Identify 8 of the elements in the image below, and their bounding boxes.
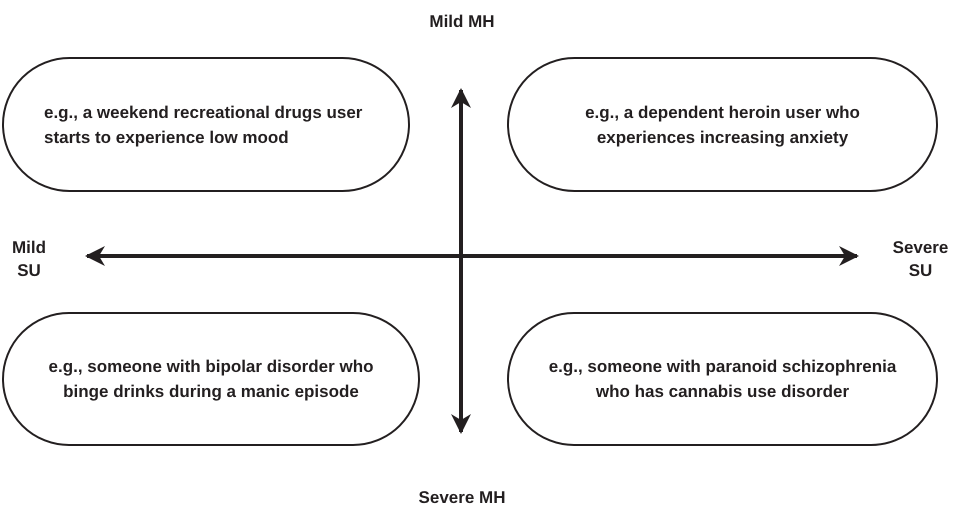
axis-label: Severe SU — [892, 237, 950, 282]
example-text: e.g., a weekend recreational drugs user starts to experience low mood — [44, 102, 364, 148]
axis-label: Severe MH — [418, 487, 506, 509]
example-text: e.g., a dependent heroin user who experiences increasing anxiety — [584, 102, 861, 149]
axis-label: Mild MH — [428, 11, 496, 33]
example-text: e.g., someone with paranoid schizophrenia who has cannabis use disorder — [548, 356, 898, 403]
axis-label: Mild SU — [11, 237, 47, 282]
example-text: e.g., someone with bipolar disorder who binge drinks during a manic episode — [48, 356, 374, 403]
